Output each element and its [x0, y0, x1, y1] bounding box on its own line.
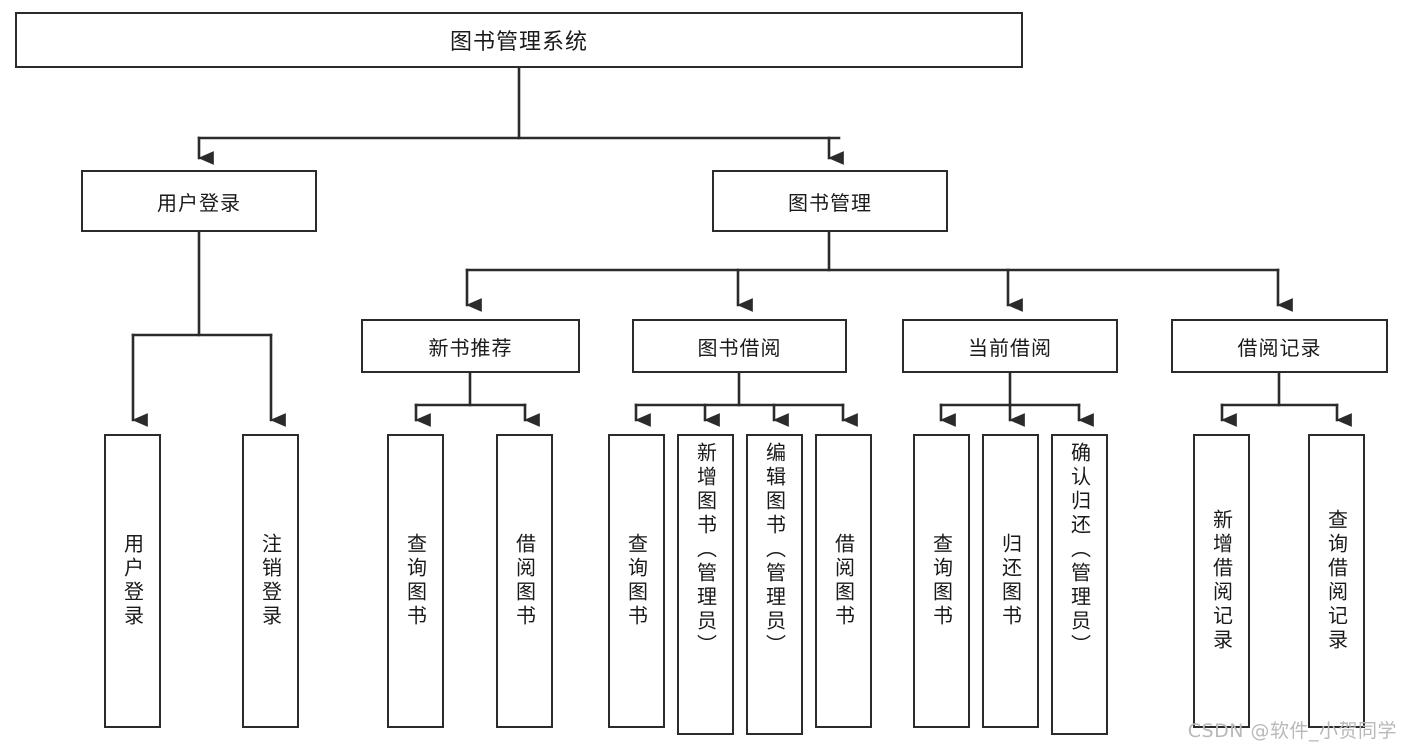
leaf-label: 新增图书（管理员）	[693, 442, 718, 658]
leaf-borrow-edit-book-admin[interactable]: 编辑图书（管理员）	[746, 434, 803, 735]
node-borrow-records[interactable]: 借阅记录	[1171, 319, 1388, 373]
leaf-current-confirm-return-admin[interactable]: 确认归还（管理员）	[1051, 434, 1108, 735]
node-user-login-label: 用户登录	[157, 190, 241, 215]
node-book-management[interactable]: 图书管理	[712, 170, 948, 232]
leaf-label: 注销登录	[258, 533, 283, 629]
node-root-system[interactable]: 图书管理系统	[15, 12, 1023, 68]
node-new-book-recommend[interactable]: 新书推荐	[361, 319, 580, 373]
leaf-new-book-borrow[interactable]: 借阅图书	[496, 434, 553, 728]
leaf-label: 查询图书	[624, 533, 649, 629]
leaf-label: 确认归还（管理员）	[1067, 442, 1092, 658]
leaf-records-add-record[interactable]: 新增借阅记录	[1193, 434, 1250, 728]
leaf-new-book-query[interactable]: 查询图书	[387, 434, 444, 728]
leaf-user-login-login[interactable]: 用户登录	[104, 434, 161, 728]
leaf-label: 归还图书	[998, 533, 1023, 629]
leaf-current-query-book[interactable]: 查询图书	[913, 434, 970, 728]
node-new-book-recommend-label: 新书推荐	[428, 335, 513, 360]
leaf-borrow-query-book[interactable]: 查询图书	[608, 434, 665, 728]
node-book-borrow-label: 图书借阅	[697, 335, 782, 360]
leaf-label: 借阅图书	[831, 533, 856, 629]
leaf-borrow-add-book-admin[interactable]: 新增图书（管理员）	[677, 434, 734, 735]
leaf-borrow-borrow-book[interactable]: 借阅图书	[815, 434, 872, 728]
leaf-label: 编辑图书（管理员）	[762, 442, 787, 658]
node-book-management-label: 图书管理	[788, 190, 872, 215]
leaf-label: 借阅图书	[512, 533, 537, 629]
node-borrow-records-label: 借阅记录	[1237, 335, 1322, 360]
leaf-user-login-logout[interactable]: 注销登录	[242, 434, 299, 728]
node-root-label: 图书管理系统	[449, 30, 588, 55]
node-user-login[interactable]: 用户登录	[81, 170, 317, 232]
leaf-records-query-record[interactable]: 查询借阅记录	[1308, 434, 1365, 728]
csdn-watermark: CSDN @软件_小贺同学	[1187, 720, 1397, 742]
leaf-current-return-book[interactable]: 归还图书	[982, 434, 1039, 728]
leaf-label: 查询图书	[929, 533, 954, 629]
node-current-borrow[interactable]: 当前借阅	[902, 319, 1118, 373]
leaf-label: 新增借阅记录	[1209, 509, 1234, 653]
node-current-borrow-label: 当前借阅	[968, 335, 1052, 360]
leaf-label: 查询图书	[403, 533, 428, 629]
node-book-borrow[interactable]: 图书借阅	[632, 319, 847, 373]
leaf-label: 用户登录	[120, 533, 145, 629]
leaf-label: 查询借阅记录	[1324, 509, 1349, 653]
